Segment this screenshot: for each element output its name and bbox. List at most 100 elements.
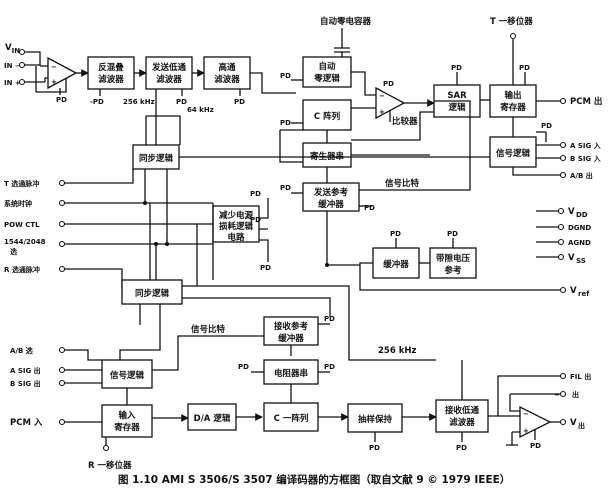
svg-text:信号比特: 信号比特 <box>385 178 420 189</box>
svg-text:PD: PD <box>280 184 291 192</box>
svg-text:+: + <box>523 427 529 435</box>
svg-text:A SIG 入: A SIG 入 <box>570 142 601 150</box>
svg-text:滤波器: 滤波器 <box>98 74 124 85</box>
svg-text:+: + <box>379 108 385 116</box>
svg-text:出: 出 <box>572 390 579 399</box>
svg-text:选: 选 <box>10 247 17 256</box>
svg-text:+: + <box>51 78 57 86</box>
svg-text:PD: PD <box>250 190 261 198</box>
svg-text:SAR: SAR <box>447 91 467 101</box>
output-opamp <box>519 405 552 439</box>
signal-logic-right <box>489 136 537 168</box>
bandgap-reference <box>429 247 477 279</box>
tx-lowpass-filter <box>145 56 193 90</box>
svg-text:PD: PD <box>238 363 249 371</box>
svg-text:滤波器: 滤波器 <box>449 417 475 428</box>
svg-text:PD: PD <box>176 98 187 106</box>
svg-text:PD: PD <box>280 119 291 127</box>
vin-label: VIN <box>5 43 20 55</box>
svg-text:减少电源: 减少电源 <box>219 210 254 221</box>
svg-text:-PD: -PD <box>90 98 104 106</box>
svg-text:PD: PD <box>56 96 67 104</box>
svg-text:系统时钟: 系统时钟 <box>4 199 32 208</box>
in-minus-pin <box>18 61 26 69</box>
svg-text:反混叠: 反混叠 <box>98 62 124 73</box>
svg-text:−: − <box>554 391 560 399</box>
svg-text:缓冲器: 缓冲器 <box>278 333 304 344</box>
svg-text:−: − <box>51 63 57 71</box>
in-plus-pin <box>18 78 26 86</box>
svg-text:B SIG 入: B SIG 入 <box>570 155 601 163</box>
svg-text:PD: PD <box>364 204 375 212</box>
sample-hold <box>347 403 403 433</box>
svg-text:信号比特: 信号比特 <box>191 324 226 335</box>
svg-text:DD: DD <box>576 211 588 219</box>
svg-text:缓冲器: 缓冲器 <box>318 199 344 210</box>
svg-text:出: 出 <box>578 421 585 430</box>
power-reduction-logic <box>212 205 260 243</box>
svg-text:PD: PD <box>519 64 530 72</box>
svg-text:DGND: DGND <box>568 224 591 232</box>
parasitic-string <box>302 142 352 168</box>
pcm-out-pin <box>559 97 567 105</box>
svg-text:T 选通脉冲: T 选通脉冲 <box>4 179 39 188</box>
svg-text:寄存器: 寄存器 <box>114 422 140 433</box>
svg-text:高通: 高通 <box>218 62 236 73</box>
svg-text:电路: 电路 <box>227 232 245 243</box>
svg-text:A/B 选: A/B 选 <box>10 346 33 355</box>
svg-text:POW CTL: POW CTL <box>4 221 40 229</box>
svg-text:输入: 输入 <box>118 410 136 421</box>
sync-logic <box>132 144 180 170</box>
svg-text:输出: 输出 <box>504 90 521 101</box>
svg-text:PCM 入: PCM 入 <box>10 418 43 428</box>
input-register <box>101 404 153 438</box>
svg-text:C 一阵列: C 一阵列 <box>274 413 309 424</box>
svg-text:信号逻辑: 信号逻辑 <box>110 370 145 381</box>
svg-text:接收参考: 接收参考 <box>274 321 309 332</box>
svg-text:R 选通脉冲: R 选通脉冲 <box>4 265 40 274</box>
svg-text:−: − <box>523 410 529 418</box>
sync-logic-2 <box>121 279 183 305</box>
svg-text:PCM 出: PCM 出 <box>570 96 602 107</box>
svg-text:SS: SS <box>576 257 586 265</box>
svg-text:256 kHz: 256 kHz <box>123 98 155 106</box>
tx-ref-buffer <box>302 182 360 212</box>
svg-text:参考: 参考 <box>444 265 462 276</box>
rx-lowpass-filter <box>435 399 489 433</box>
control-pins: T 选通脉冲 系统时钟 POW CTL 1544/2048 选 R 选通脉冲 <box>4 179 66 274</box>
svg-text:1544/2048: 1544/2048 <box>4 238 46 246</box>
svg-text:B SIG 出: B SIG 出 <box>10 379 41 388</box>
rx-left-pins: A/B 选 A SIG 出 B SIG 出 PCM 入 R 一移位器 <box>10 346 132 471</box>
fil-out-pin <box>559 372 567 380</box>
figure-caption: 图 1.10 AMI S 3506/S 3507 编译码器的方框图（取自文献 9… <box>118 473 510 486</box>
auto-zero-cap-label: 自动零电容器 <box>320 16 372 27</box>
anti-alias-filter <box>87 56 135 90</box>
in-plus-label: IN + <box>4 79 21 87</box>
svg-text:PD: PD <box>456 444 467 452</box>
svg-text:PD: PD <box>447 230 458 238</box>
svg-text:V: V <box>570 286 577 296</box>
svg-text:64 kHz: 64 kHz <box>187 106 214 114</box>
svg-text:自动: 自动 <box>318 61 336 72</box>
svg-text:同步逻辑: 同步逻辑 <box>135 288 170 299</box>
svg-text:缓冲器: 缓冲器 <box>383 259 409 270</box>
c-array-2 <box>263 402 319 432</box>
svg-text:−: − <box>379 92 385 100</box>
svg-text:A/B 出: A/B 出 <box>570 171 593 180</box>
svg-text:PD: PD <box>530 442 541 450</box>
svg-text:FIL 出: FIL 出 <box>570 372 591 381</box>
input-pins: VIN IN − IN + <box>4 43 26 87</box>
svg-text:PD: PD <box>541 122 552 130</box>
svg-text:C 阵列: C 阵列 <box>314 111 341 122</box>
vin-pin <box>18 48 26 56</box>
svg-text:PD: PD <box>451 64 462 72</box>
vout-pin <box>559 418 567 426</box>
svg-text:R 一移位器: R 一移位器 <box>88 460 132 471</box>
svg-text:发送参考: 发送参考 <box>313 187 349 198</box>
vref-pin <box>559 286 567 294</box>
svg-text:寄存器: 寄存器 <box>500 102 526 113</box>
svg-text:PD: PD <box>280 72 291 80</box>
svg-text:ref: ref <box>578 290 590 298</box>
svg-text:滤波器: 滤波器 <box>214 74 240 85</box>
